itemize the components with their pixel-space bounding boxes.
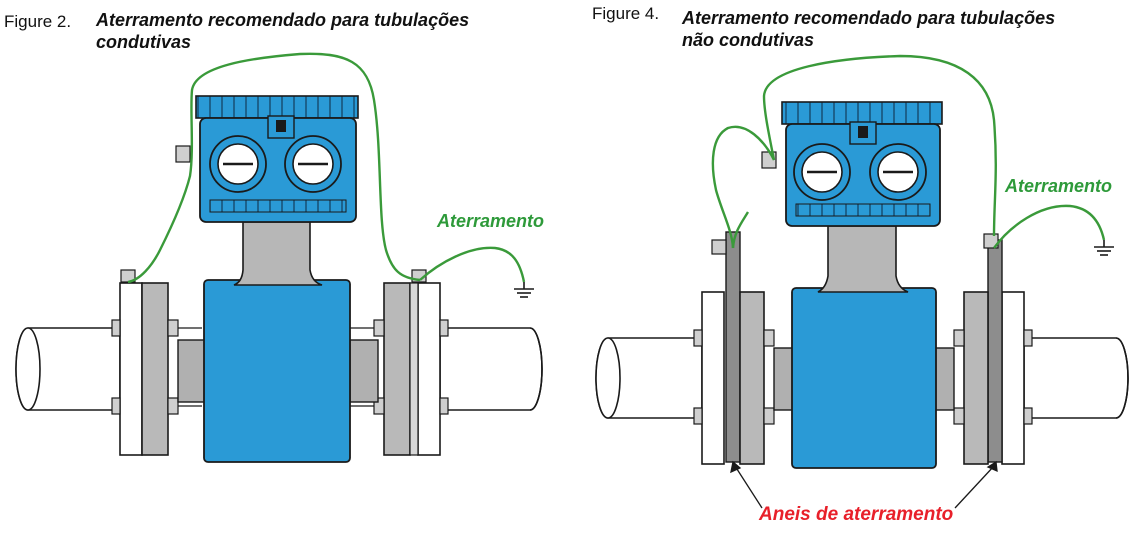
cable-gland-right (869, 143, 927, 201)
figure-4-drawing (595, 54, 1129, 509)
figure-4-caption-line-1: Aterramento recomendado para tubulações (682, 8, 1056, 28)
cable-gland-right (284, 135, 342, 193)
cable-gland-left (793, 143, 851, 201)
figure-4-ground-label: Aterramento (1005, 176, 1113, 196)
figure-2-ground-label: Aterramento (437, 211, 545, 231)
meter-body (203, 279, 351, 463)
figure-4-caption: Aterramento recomendado para tubulações … (682, 7, 1055, 51)
transmitter-neck (233, 221, 323, 286)
cable-gland-left (209, 135, 267, 193)
rings-pointer-arrows (730, 460, 998, 509)
figure-4-caption-line-2: não condutivas (682, 30, 815, 50)
pipe-right (1023, 337, 1129, 419)
grounding-ring-right (987, 239, 1003, 463)
meter-flange-left (141, 282, 169, 456)
grounding-rings-label: Aneis de aterramento (759, 504, 954, 525)
ground-wire (127, 52, 526, 284)
pipe-flange-right (417, 282, 441, 456)
meter-body (791, 287, 937, 469)
transmitter-neck (817, 225, 909, 293)
meter-spool (177, 339, 207, 403)
pipe-flange-right (1001, 291, 1025, 465)
figure-2-caption: Aterramento recomendado para tubulações … (96, 9, 469, 53)
figure-2-caption-line-1: Aterramento recomendado para tubulações (96, 10, 470, 30)
ground-symbol (514, 282, 534, 298)
figure-2-number: Figure 2. (4, 12, 72, 31)
pipe-left (595, 337, 703, 419)
ground-symbol (1094, 240, 1114, 256)
figure-2-drawing (15, 52, 543, 463)
meter-flange-left (739, 291, 765, 465)
figure-4-number: Figure 4. (592, 4, 660, 23)
ground-wire (711, 54, 1106, 249)
housing-ground-screw (175, 145, 191, 163)
pipe-flange-left (701, 291, 725, 465)
meter-flange-right (383, 282, 411, 456)
flange-bolts (111, 319, 449, 415)
pipe-flange-left (119, 282, 143, 456)
pipe-left (15, 327, 121, 411)
pipe-right (439, 327, 543, 411)
figure-2-caption-line-2: condutivas (96, 32, 192, 52)
grounding-ring-left (725, 231, 741, 463)
flange-bolts (693, 329, 1033, 425)
meter-flange-right (963, 291, 989, 465)
